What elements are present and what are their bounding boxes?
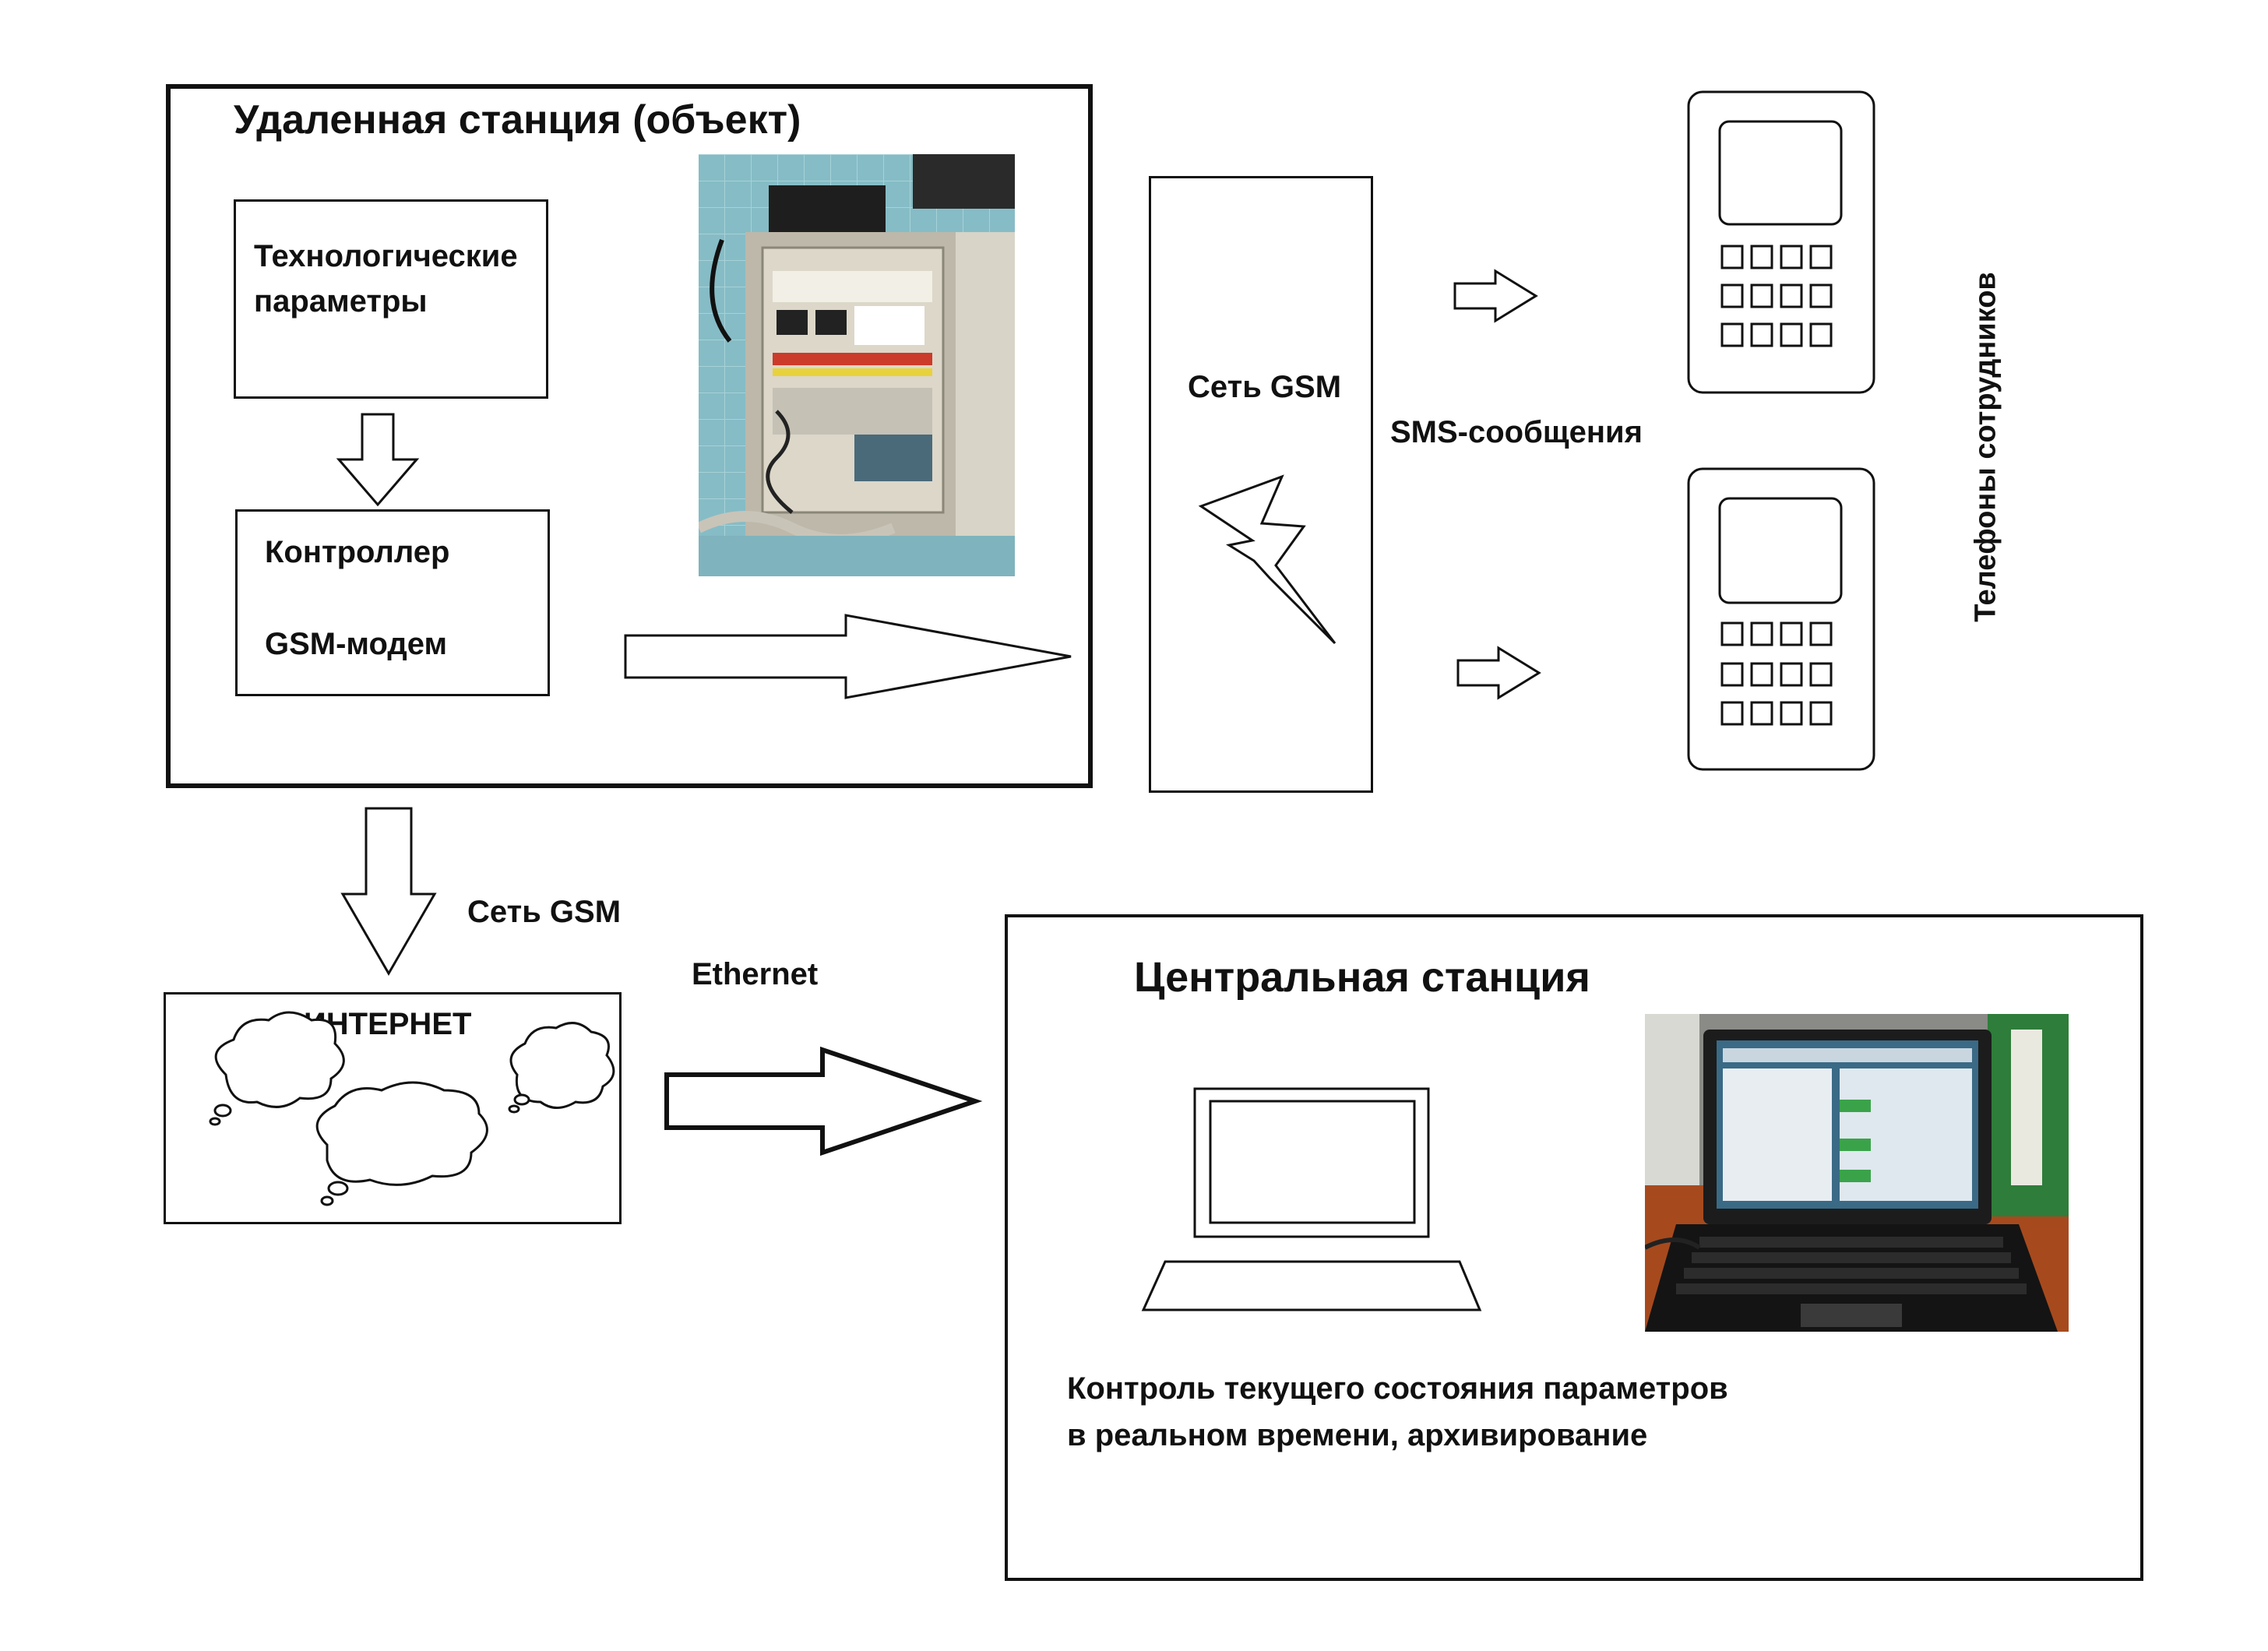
phone-icon-bottom <box>1687 467 1875 771</box>
gsm-modem-label: GSM-модем <box>265 627 448 661</box>
central-description-line2: в реальном времени, архивирование <box>1067 1418 1648 1452</box>
arrow-controller-to-gsm <box>624 614 1072 699</box>
arrow-internet-to-central <box>664 1046 983 1156</box>
gsm-link-label: Сеть GSM <box>467 895 622 929</box>
arrow-to-phone-bottom <box>1456 646 1541 700</box>
control-cabinet-photo <box>699 154 1015 576</box>
cloud-icon-center <box>315 1081 488 1186</box>
cloud-icon-left <box>214 1011 345 1108</box>
central-description-line1: Контроль текущего состояния параметров <box>1067 1371 1728 1406</box>
tech-params-label: Технологические параметры <box>254 239 518 319</box>
arrow-to-phone-top <box>1453 269 1538 323</box>
laptop-photo-image <box>1645 1014 2069 1332</box>
gsm-network-label: Сеть GSM <box>1188 370 1342 404</box>
laptop-icon <box>1141 1087 1482 1311</box>
tech-params-box <box>234 199 548 399</box>
phone-icon-top <box>1687 90 1875 394</box>
control-cabinet-image <box>699 154 1015 576</box>
cloud-icon-right <box>509 1022 615 1109</box>
controller-box <box>235 509 550 696</box>
remote-station-title: Удаленная станция (объект) <box>234 97 801 143</box>
arrow-tech-to-controller <box>336 413 420 507</box>
laptop-photo <box>1645 1014 2069 1332</box>
sms-label: SMS-сообщения <box>1390 415 1643 449</box>
central-station-title: Центральная станция <box>1134 954 1590 1001</box>
lightning-icon <box>1198 474 1336 645</box>
arrow-remote-to-internet <box>340 807 437 976</box>
ethernet-label: Ethernet <box>692 957 819 991</box>
controller-label: Контроллер <box>265 535 450 569</box>
